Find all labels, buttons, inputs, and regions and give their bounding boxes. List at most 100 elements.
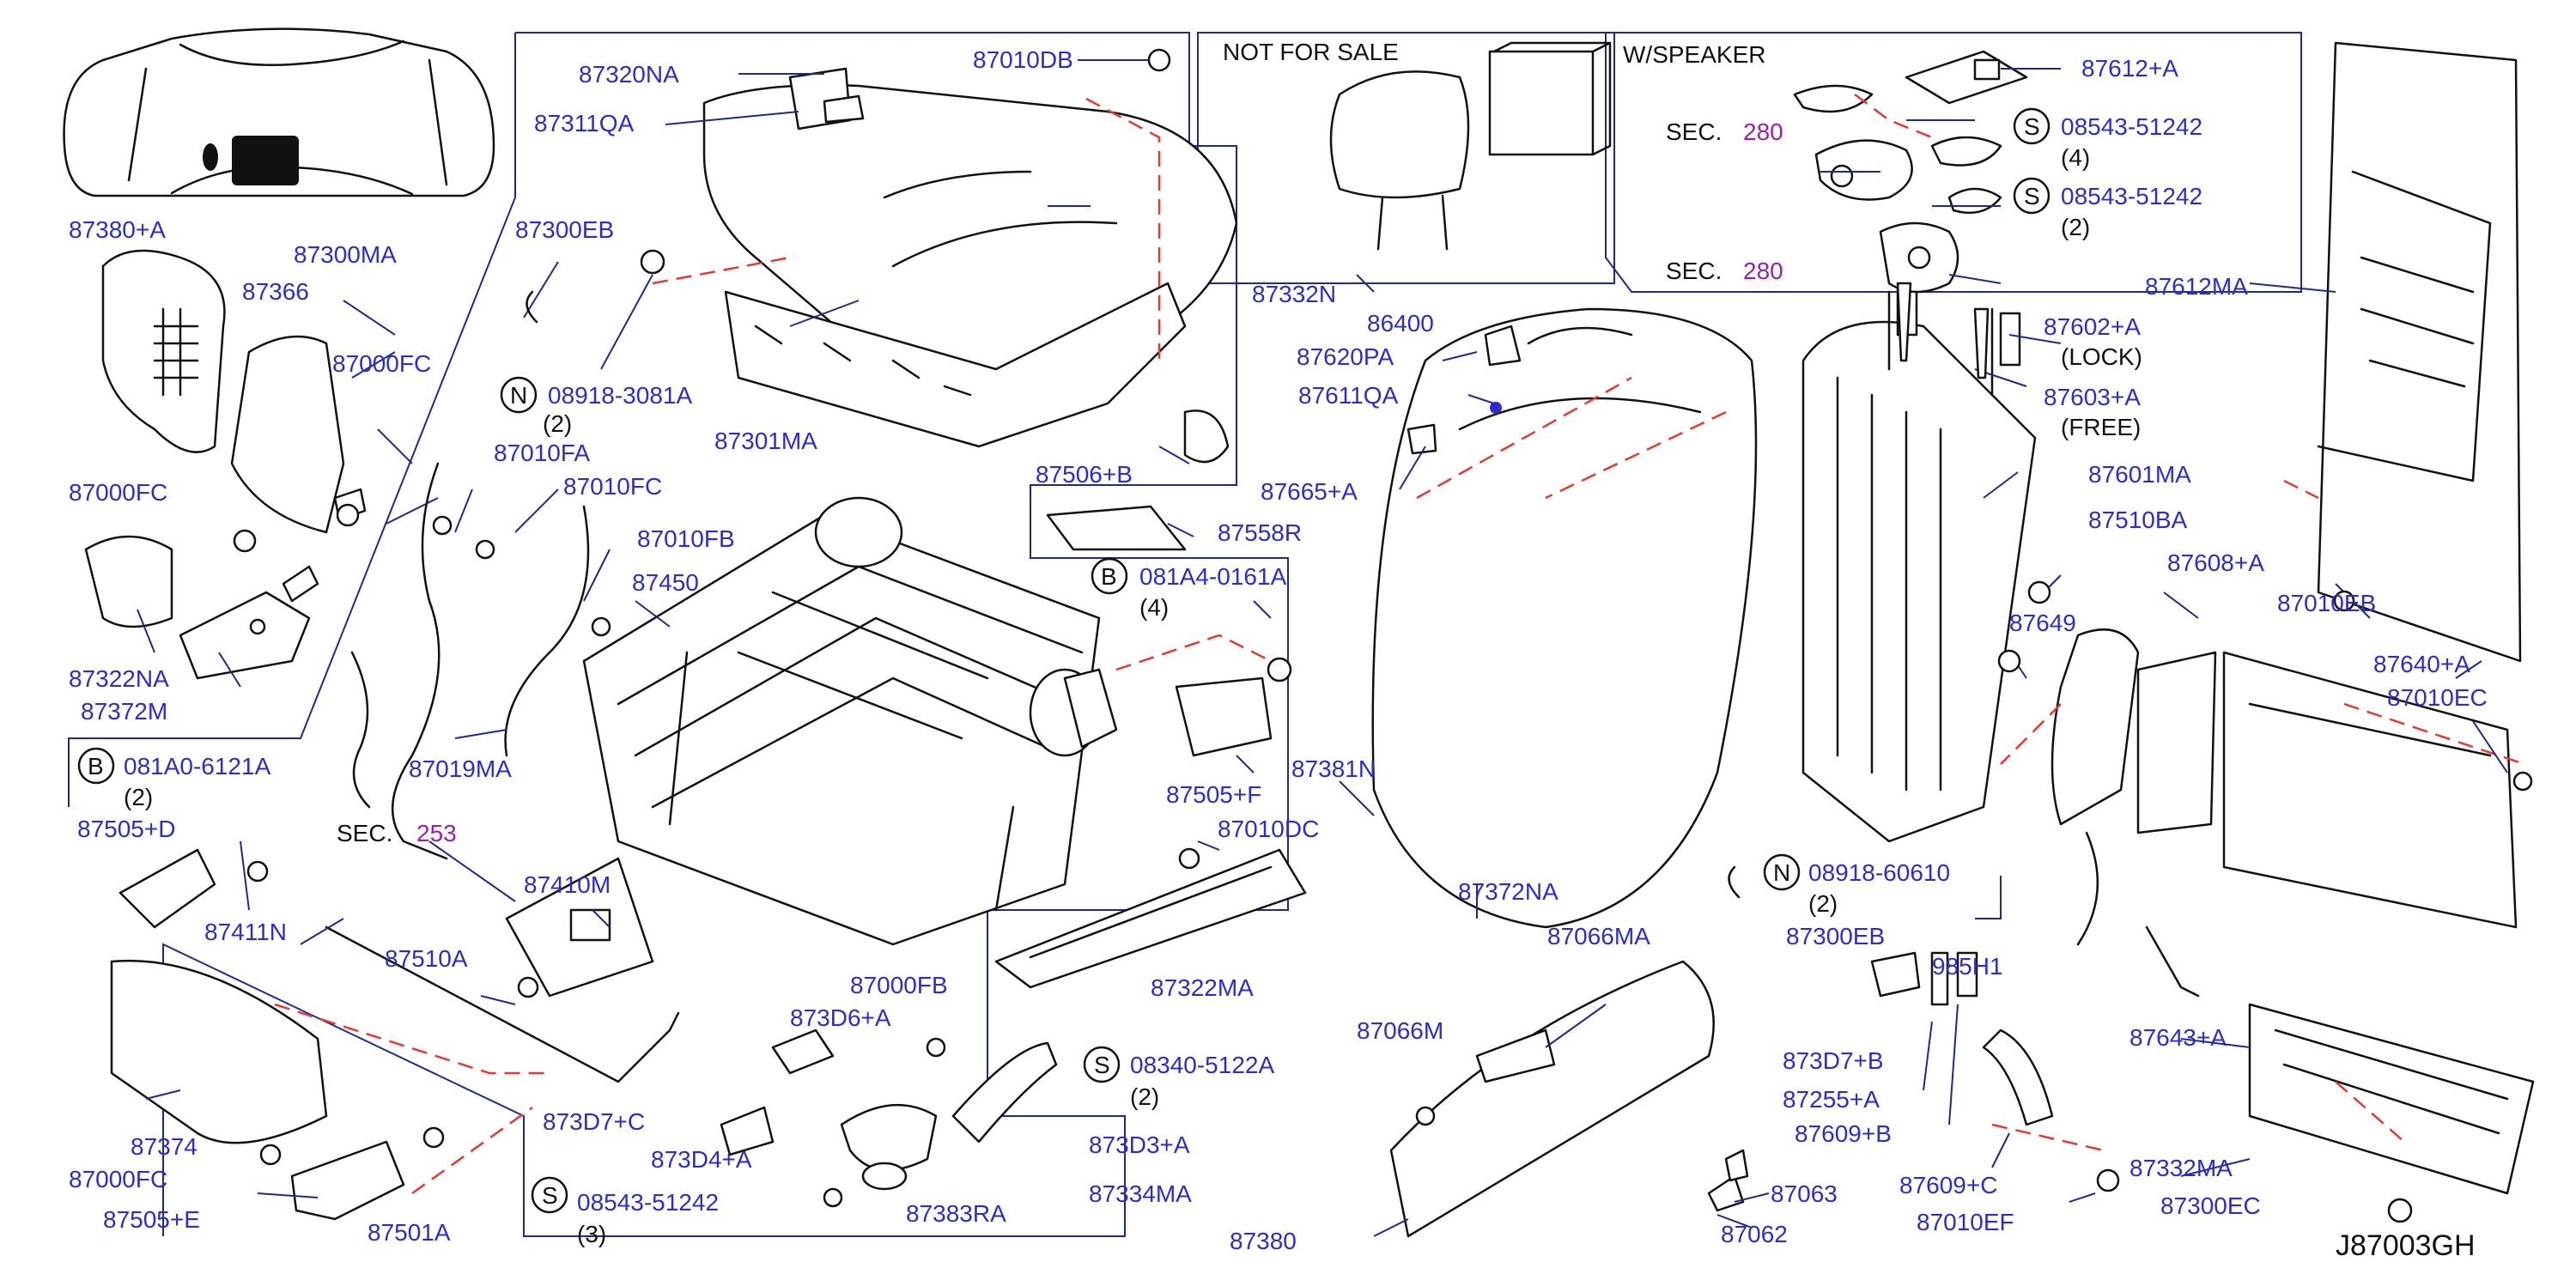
part-label: 87505+D (77, 816, 175, 842)
qty-label: (2) (2061, 214, 2090, 240)
prefix-s: S (2024, 183, 2040, 209)
bolt-icon (422, 1126, 445, 1149)
part-label: 87320NA (579, 61, 679, 88)
bolt-icon (233, 529, 257, 553)
side-covers (994, 410, 1307, 989)
prefix-s: S (542, 1182, 558, 1209)
part-label: 87612+A (2081, 55, 2178, 82)
bolt-icon (2096, 1168, 2120, 1192)
prefix-markers: N B S B S S S N (77, 107, 2050, 1214)
part-label: 87665+A (1261, 478, 1358, 505)
part-label: 985H1 (1932, 953, 2003, 980)
part-label: 87019MA (409, 755, 512, 782)
fasteners (233, 48, 2533, 1223)
part-label: 87620PA (1297, 343, 1394, 370)
part-label: 87601MA (2088, 461, 2191, 488)
frame-lines (68, 32, 2302, 1237)
bolt-icon (246, 860, 269, 883)
part-label: 873D4+A (651, 1146, 752, 1173)
sec-number: 280 (1743, 258, 1783, 284)
part-label: 87000FC (332, 350, 431, 377)
sec-label: SEC. (1666, 118, 1722, 145)
part-label: 87643+A (2129, 1024, 2227, 1051)
bolt-icon (1178, 847, 1200, 870)
part-label: 873D3+A (1089, 1131, 1190, 1158)
part-label: 87383RA (906, 1200, 1006, 1227)
bolt-icon (2512, 771, 2533, 792)
part-label: 87063 (1771, 1180, 1838, 1207)
part-label: 87311QA (534, 110, 635, 136)
prefix-n: N (510, 382, 527, 409)
bolt-icon (926, 1037, 946, 1058)
seat-frame-assembly (582, 496, 1101, 946)
cushion-pan (724, 282, 1187, 448)
qty-label: (2) (1130, 1083, 1159, 1110)
part-label: 873D7+C (543, 1108, 645, 1135)
part-label: 87612MA (2145, 273, 2248, 300)
sec-label: SEC. (1666, 258, 1722, 284)
bolt-icon (1997, 649, 2021, 673)
bolt-icon (823, 1187, 843, 1208)
bolt-icon (1147, 48, 1171, 72)
part-label: 87380+A (69, 216, 166, 243)
note-w-speaker: W/SPEAKER (1623, 41, 1765, 68)
part-label: 87602+A (2044, 313, 2141, 340)
part-label: 87066M (1357, 1017, 1443, 1044)
drawing-reference: J87003GH (2336, 1229, 2476, 1262)
part-label: 87505+E (103, 1206, 200, 1233)
part-label: 08543-51242 (2061, 113, 2202, 140)
part-label: 87558R (1218, 519, 1302, 546)
part-label: 08340-5122A (1130, 1052, 1274, 1078)
part-label: 87332N (1252, 281, 1336, 307)
part-label: 87510A (385, 945, 468, 972)
part-label: 87640+A (2373, 651, 2470, 677)
part-label: 87322MA (1151, 974, 1254, 1001)
part-labels: 87320NA 87311QA 87010DB 87380+A 87300MA … (69, 39, 2488, 1262)
part-label: 87608+A (2167, 549, 2264, 576)
part-label: 081A4-0161A (1139, 563, 1287, 590)
car-overview-illustration (63, 27, 495, 197)
part-label: 081A0-6121A (124, 753, 271, 780)
bolt-icon (2027, 580, 2051, 604)
seat-highlight (232, 136, 299, 185)
part-label: 87380 (1230, 1228, 1297, 1254)
prefix-s: S (2024, 113, 2040, 140)
qty-label: (4) (1139, 594, 1169, 621)
wire-harness (350, 462, 611, 860)
qty-label: (2) (124, 784, 153, 810)
headrest-and-module (1329, 41, 1612, 251)
part-label: 08918-60610 (1808, 859, 1950, 886)
bolt-icon (517, 976, 539, 998)
clip-icon (526, 290, 538, 324)
sec-number: 280 (1743, 118, 1783, 145)
part-label: 87010EF (1917, 1209, 2014, 1235)
prefix-n: N (1773, 859, 1790, 886)
part-label: 87000FC (69, 1166, 167, 1192)
clip-icon (1728, 865, 1741, 899)
part-label: 87609+B (1795, 1120, 1892, 1147)
nut-icon (640, 249, 665, 275)
part-label: 87506+B (1036, 461, 1133, 488)
part-label: 873D6+A (790, 1004, 891, 1031)
part-label: 87334MA (1089, 1180, 1192, 1207)
leader-lines (137, 59, 2508, 1237)
assembly-dash-lines (274, 94, 2525, 1195)
prefix-b: B (1101, 563, 1117, 590)
part-label: 87010DB (973, 46, 1073, 73)
part-label: 87000FB (850, 972, 948, 998)
pin-icon (1973, 307, 1990, 379)
bolt-icon (2333, 590, 2355, 612)
qty-label: (2) (543, 410, 572, 437)
bolt-icon (1415, 1106, 1436, 1126)
part-label: 87374 (131, 1133, 197, 1160)
part-label: 87649 (2009, 610, 2076, 636)
part-label: 87603+A (2044, 384, 2141, 410)
bolt-icon (2387, 1198, 2413, 1223)
part-label: 87010EB (2277, 590, 2376, 616)
seat-back-board (2050, 41, 2535, 1195)
note-lock: (LOCK) (2061, 343, 2142, 370)
part-label: 08918-3081A (548, 382, 692, 409)
pin-icon (1896, 282, 1912, 362)
part-label: 87010DC (1218, 816, 1319, 842)
bolt-icon (259, 1144, 282, 1166)
